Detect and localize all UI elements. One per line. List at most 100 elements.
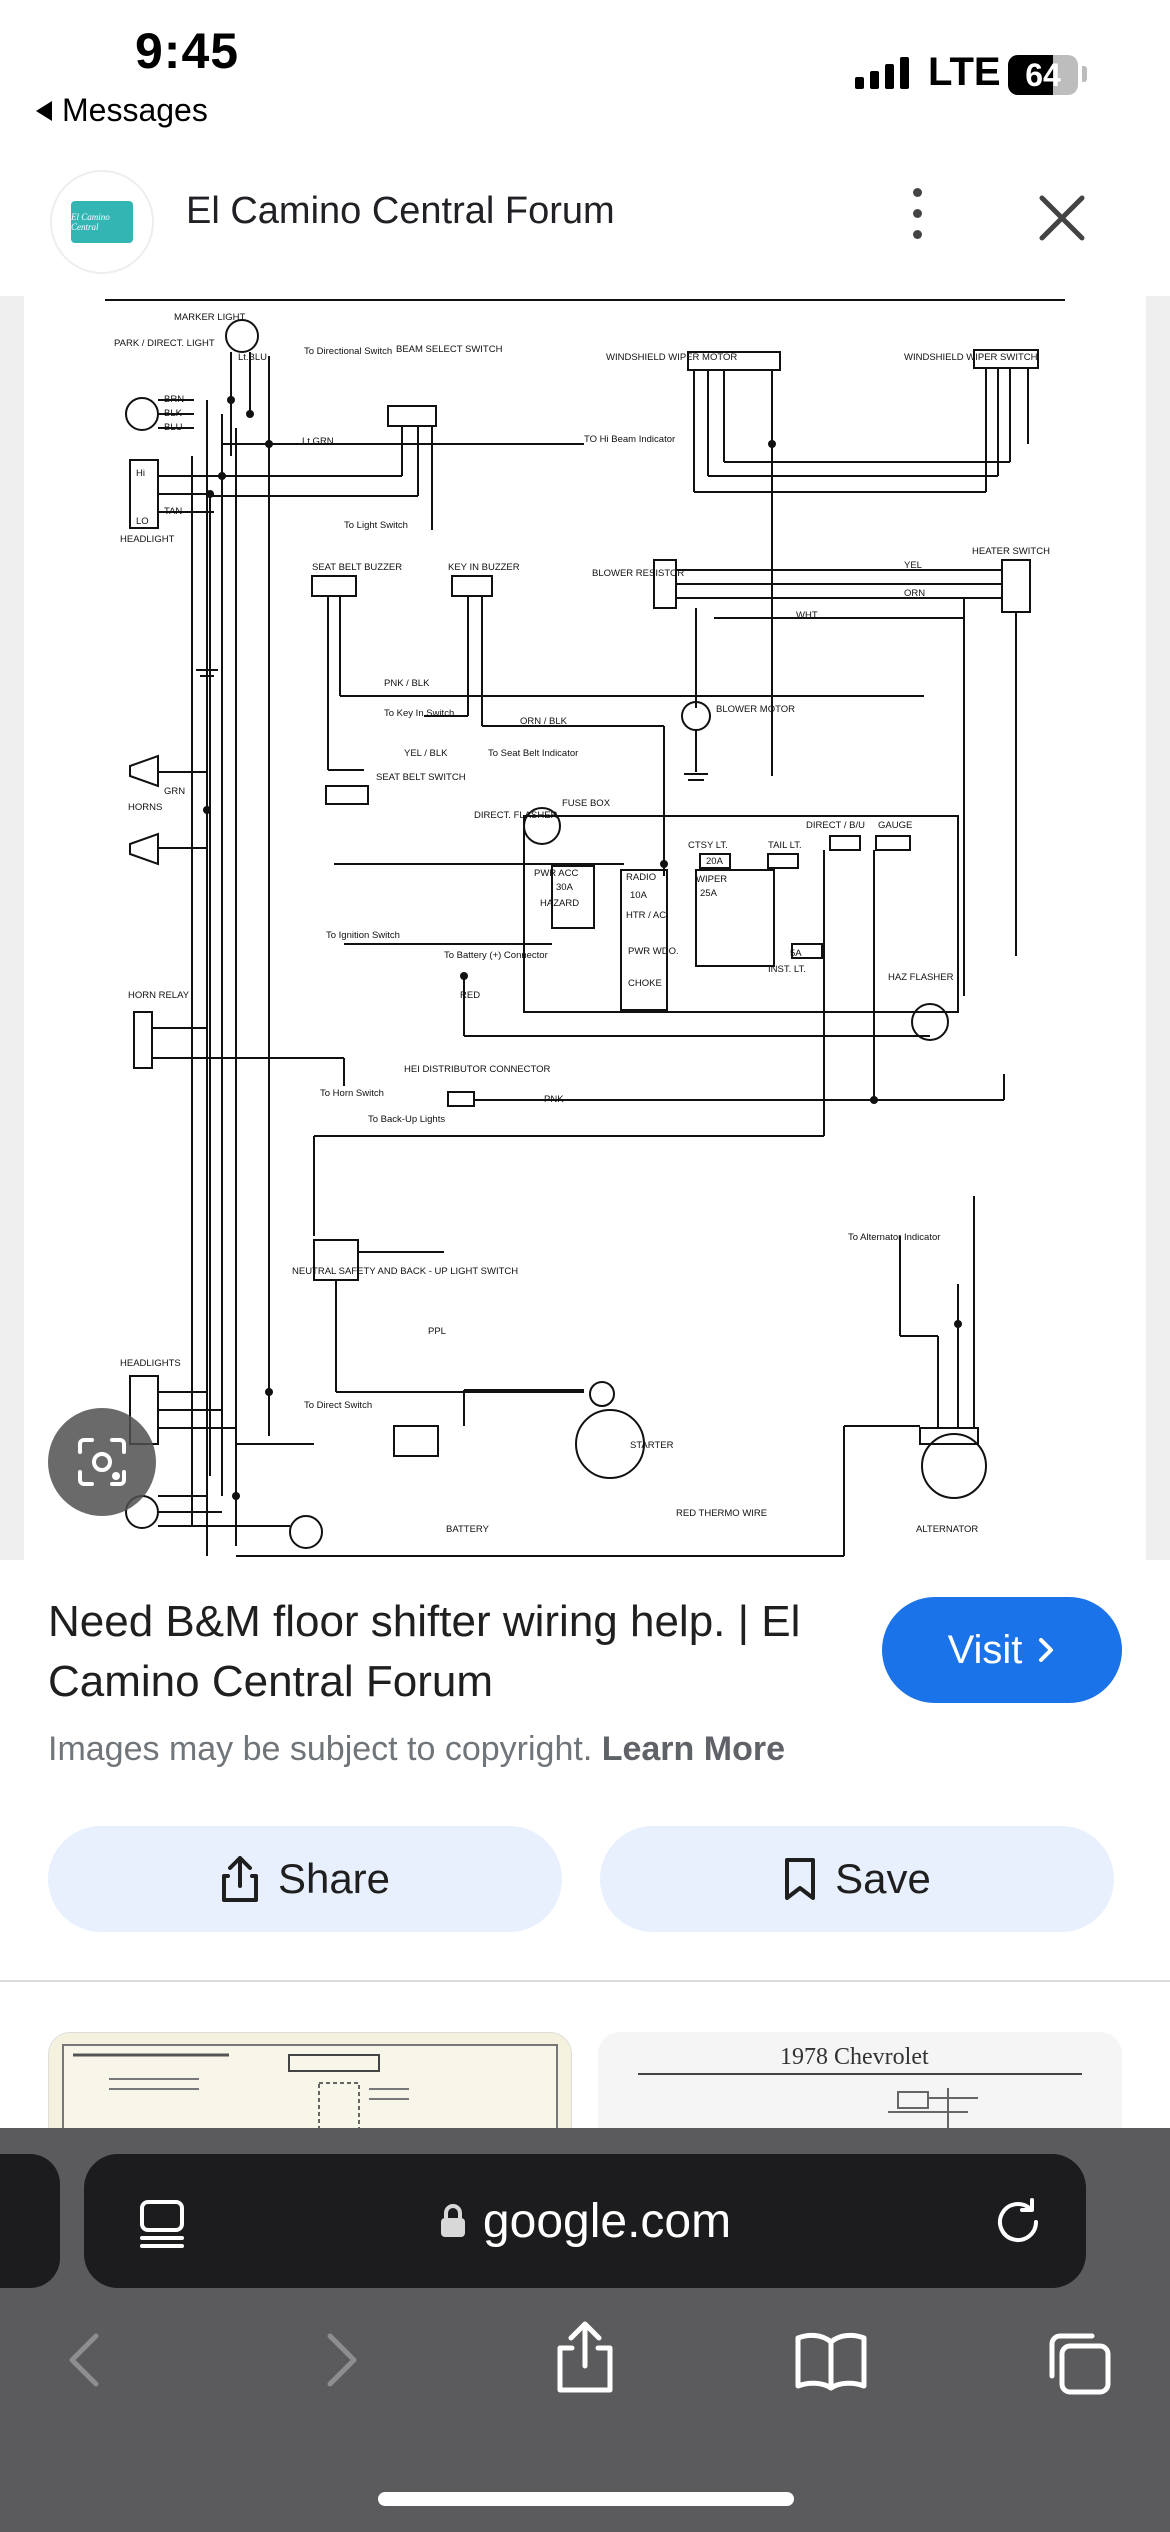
- visit-button[interactable]: Visit: [882, 1597, 1122, 1703]
- diagram-label: 20A: [706, 856, 724, 867]
- learn-more-link[interactable]: Learn More: [601, 1730, 785, 1768]
- diagram-label: ALTERNATOR: [916, 1524, 978, 1535]
- diagram-label: PWR WDO.: [628, 946, 679, 957]
- diagram-label: To Directional Switch: [304, 346, 392, 357]
- copyright-notice: Images may be subject to copyright. Lear…: [48, 1730, 785, 1769]
- back-app-label: Messages: [62, 92, 208, 128]
- chevron-right-icon: [1039, 1638, 1054, 1662]
- diagram-label: DIRECT. FLASHER: [474, 810, 558, 821]
- back-to-messages[interactable]: Messages: [36, 92, 208, 129]
- diagram-label: PNK / BLK: [384, 678, 430, 689]
- diagram-label: LO: [136, 516, 149, 527]
- diagram-label: YEL / BLK: [404, 748, 448, 759]
- diagram-label: BEAM SELECT SWITCH: [396, 344, 503, 355]
- diagram-label: Hi: [136, 468, 145, 479]
- diagram-label: HEI DISTRIBUTOR CONNECTOR: [404, 1064, 551, 1075]
- diagram-label: HAZ FLASHER: [888, 972, 954, 983]
- reader-icon[interactable]: [138, 2198, 186, 2255]
- diagram-label: HAZARD: [540, 898, 579, 909]
- previous-tab-peek[interactable]: [0, 2154, 60, 2288]
- battery-nub: [1082, 66, 1087, 82]
- diagram-label: 30A: [556, 882, 574, 893]
- diagram-label: PPL: [428, 1326, 446, 1337]
- related-image-2[interactable]: [598, 2032, 1122, 2132]
- copyright-text: Images may be subject to copyright.: [48, 1730, 593, 1768]
- site-logo-mark: El Camino Central: [71, 201, 133, 243]
- share-icon: [221, 1856, 258, 1902]
- diagram-label: 10A: [630, 890, 648, 901]
- back-arrow-icon: [36, 100, 52, 121]
- close-icon[interactable]: [1034, 190, 1090, 246]
- diagram-label: BRN: [164, 394, 184, 405]
- diagram-label: STARTER: [630, 1440, 674, 1451]
- diagram-label: HEADLIGHT: [120, 534, 175, 545]
- diagram-label: PWR ACC: [534, 868, 578, 879]
- diagram-label: DIRECT / B/U: [806, 820, 865, 831]
- visit-label: Visit: [947, 1627, 1023, 1672]
- diagram-label: BLOWER MOTOR: [716, 704, 795, 715]
- forward-nav-icon[interactable]: [316, 2330, 364, 2395]
- diagram-label: SEAT BELT SWITCH: [376, 772, 466, 783]
- diagram-label: WINDSHIELD WIPER SWITCH: [904, 352, 1038, 363]
- address-bar[interactable]: [84, 2154, 1086, 2288]
- lens-icon[interactable]: [48, 1408, 156, 1516]
- diagram-label: BLU: [164, 422, 183, 433]
- url-label: google.com: [482, 2194, 732, 2248]
- save-button[interactable]: Save: [600, 1826, 1114, 1932]
- diagram-label: To Light Switch: [344, 520, 408, 531]
- diagram-label: CTSY LT.: [688, 840, 728, 851]
- home-indicator[interactable]: [378, 2492, 794, 2506]
- related-image-2-caption: 1978 Chevrolet: [780, 2044, 929, 2070]
- diagram-label: ORN / BLK: [520, 716, 568, 727]
- diagram-label: HORNS: [128, 802, 162, 813]
- diagram-label: To Horn Switch: [320, 1088, 384, 1099]
- save-label: Save: [835, 1855, 931, 1902]
- diagram-label: FUSE BOX: [562, 798, 611, 809]
- signal-icon: [855, 57, 909, 89]
- diagram-label: PNK: [544, 1094, 564, 1105]
- diagram-label: TAN: [164, 506, 182, 517]
- result-title[interactable]: Need B&M floor shifter wiring help. | El…: [48, 1597, 801, 1706]
- diagram-label: To Ignition Switch: [326, 930, 400, 941]
- diagram-label: INST. LT.: [768, 964, 806, 975]
- more-vert-icon[interactable]: [905, 188, 929, 248]
- diagram-label: PARK / DIRECT. LIGHT: [114, 338, 215, 349]
- share-button[interactable]: Share: [48, 1826, 562, 1932]
- diagram-label: 25A: [700, 888, 718, 899]
- status-time: 9:45: [135, 23, 240, 79]
- diagram-label: RED: [460, 990, 480, 1001]
- diagram-label: CHOKE: [628, 978, 662, 989]
- site-logo[interactable]: El Camino Central: [50, 170, 154, 274]
- related-image-1[interactable]: [48, 2032, 572, 2134]
- section-divider: [0, 1980, 1170, 1982]
- diagram-label: HEADLIGHTS: [120, 1358, 181, 1369]
- diagram-label: SEAT BELT BUZZER: [312, 562, 402, 573]
- diagram-label: HTR / AC.: [626, 910, 669, 921]
- source-site-name[interactable]: El Camino Central Forum: [186, 190, 615, 232]
- diagram-label: TAIL LT.: [768, 840, 802, 851]
- diagram-label: To Alternator Indicator: [848, 1232, 940, 1243]
- tabs-icon[interactable]: [1044, 2330, 1114, 2401]
- diagram-label: TO Hi Beam Indicator: [584, 434, 675, 445]
- diagram-label: To Back-Up Lights: [368, 1114, 445, 1125]
- reload-icon[interactable]: [992, 2196, 1044, 2253]
- diagram-label: BLOWER RESISTOR: [592, 568, 684, 579]
- diagram-label: WHT: [796, 610, 818, 621]
- diagram-label: ORN: [904, 588, 925, 599]
- diagram-label: To Battery (+) Connector: [444, 950, 548, 961]
- diagram-label: Lt.GRN: [302, 436, 334, 447]
- network-type: LTE: [928, 50, 1001, 94]
- diagram-label: To Seat Belt Indicator: [488, 748, 578, 759]
- diagram-label: BATTERY: [446, 1524, 490, 1535]
- back-nav-icon[interactable]: [62, 2330, 110, 2395]
- url-display[interactable]: google.com: [0, 2154, 1170, 2288]
- diagram-label: HORN RELAY: [128, 990, 190, 1001]
- bookmark-icon: [785, 1858, 816, 1900]
- share-toolbar-icon[interactable]: [552, 2320, 618, 2399]
- book-icon[interactable]: [794, 2330, 868, 2397]
- battery-icon: 64: [1008, 55, 1078, 95]
- lock-icon: [440, 2204, 465, 2237]
